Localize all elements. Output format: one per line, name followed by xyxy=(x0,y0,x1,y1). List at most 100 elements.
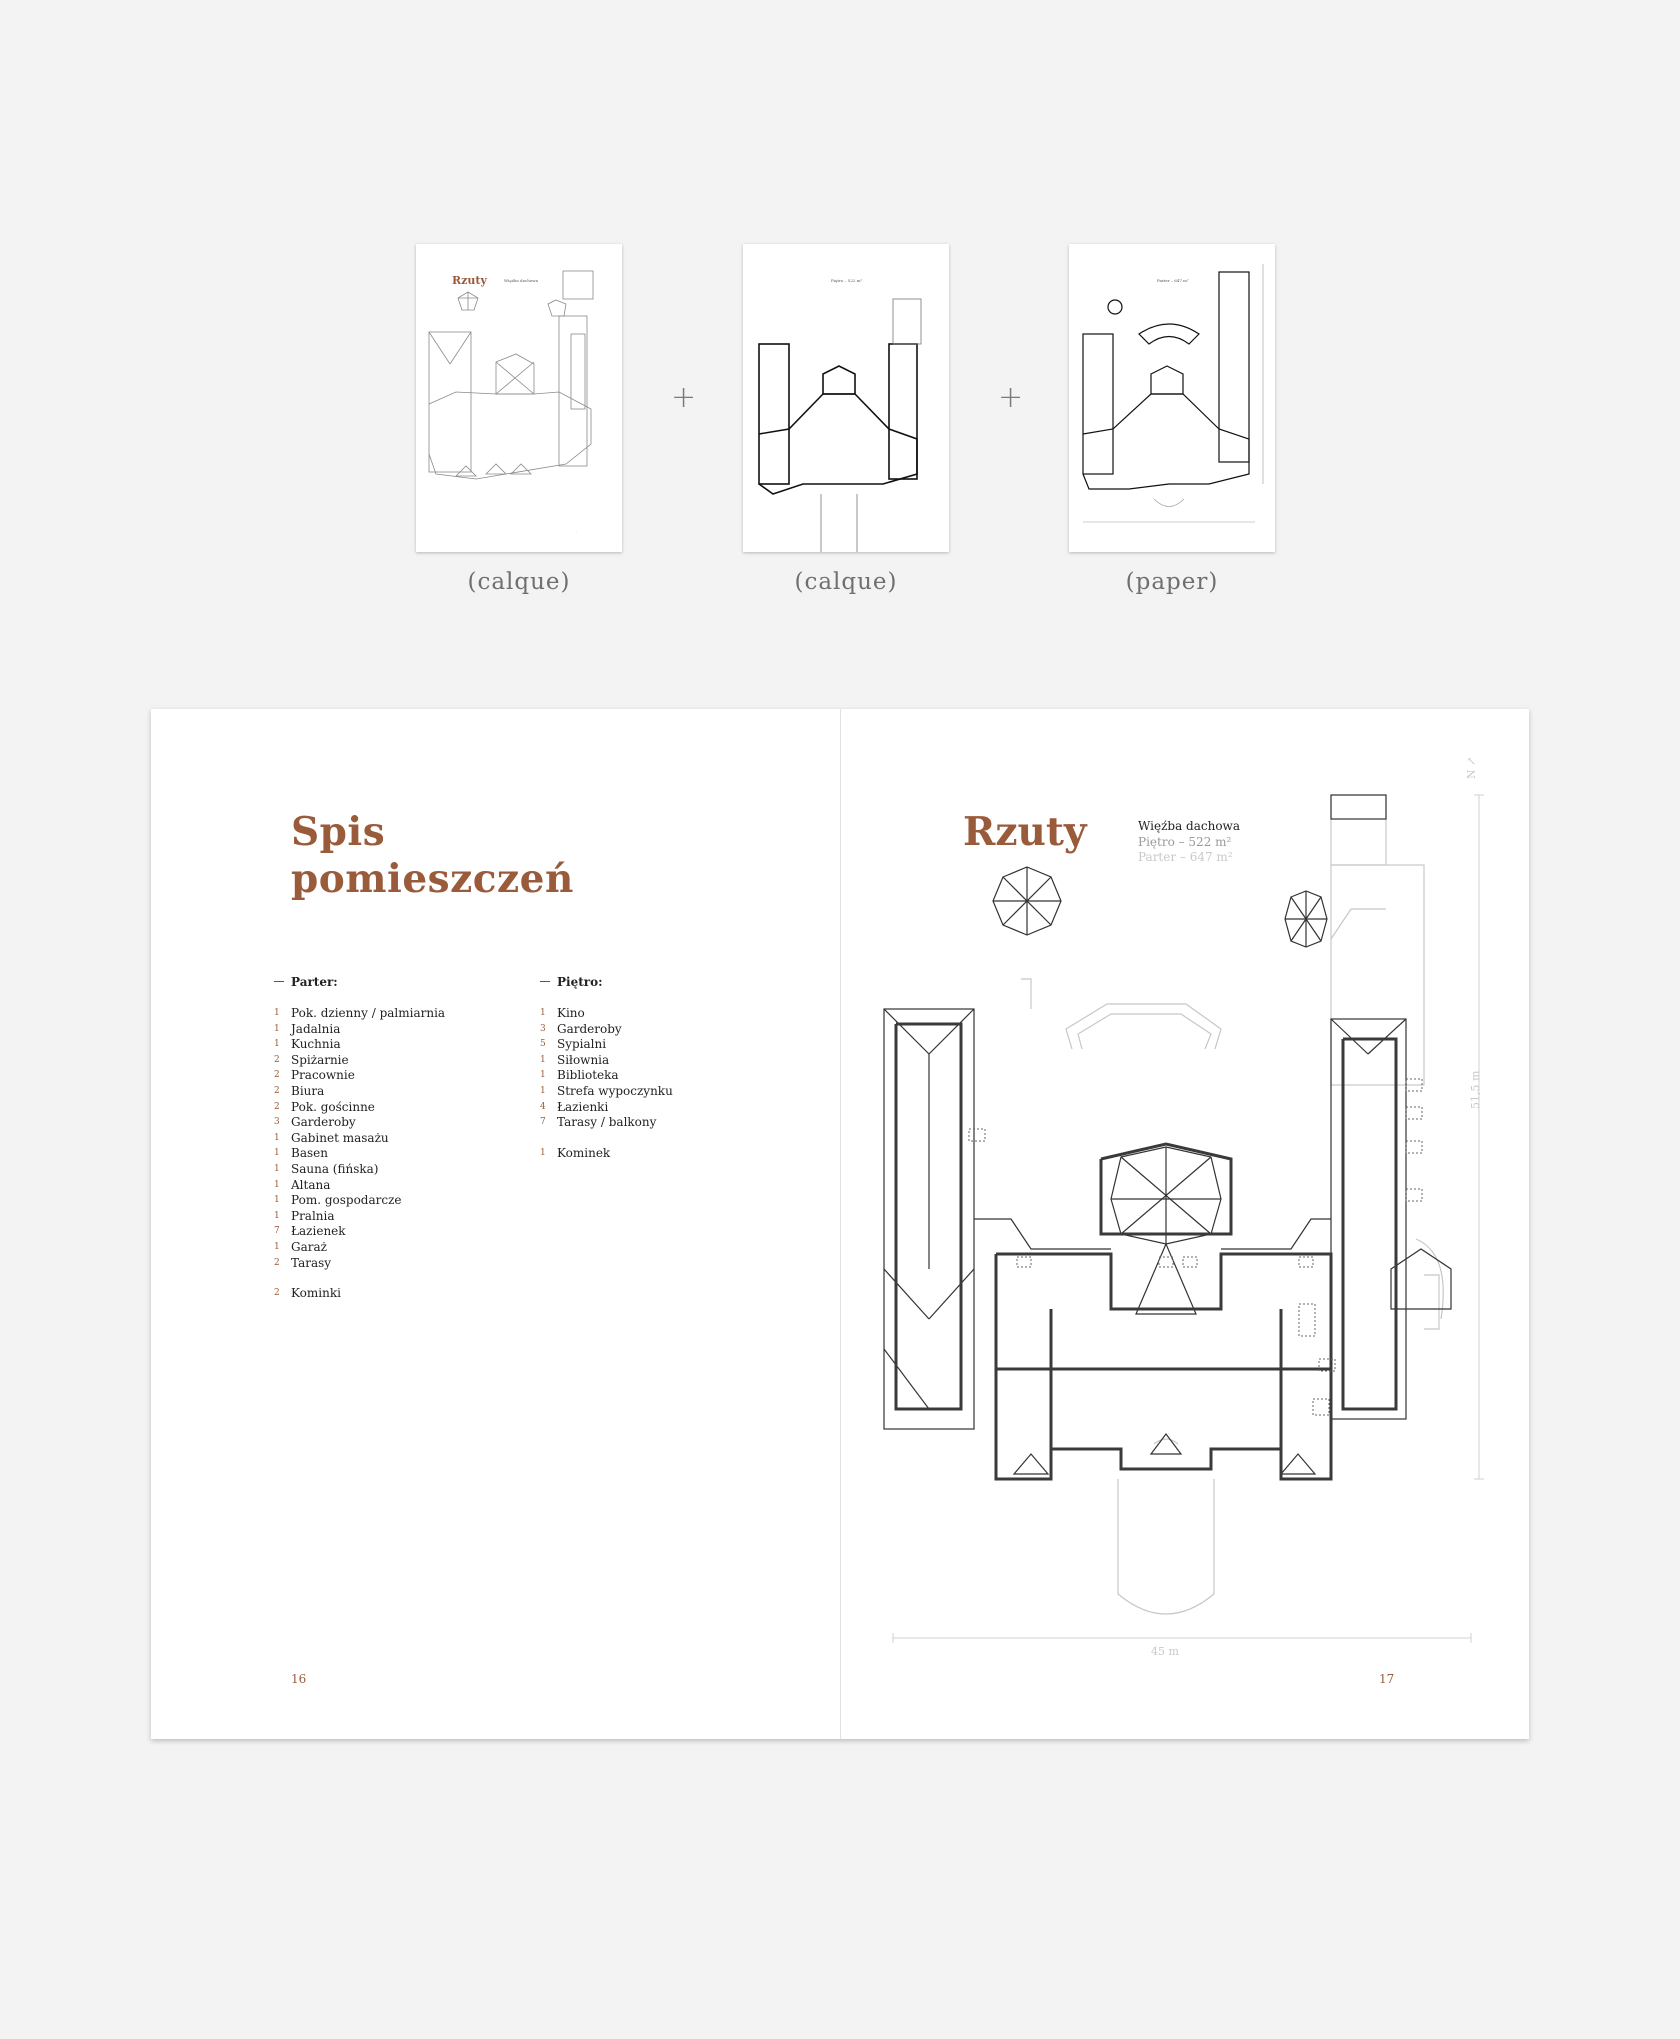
mini-page-number: · xyxy=(576,529,578,534)
list-item: 2 Kominki xyxy=(274,1286,341,1301)
item-quantity: 1 xyxy=(540,1070,546,1081)
mini-title: Rzuty xyxy=(452,274,487,287)
book-spread: Spis pomieszczeń Parter: 1 Pok. dzienny /… xyxy=(151,709,1529,1739)
list-item: 1 Kuchnia xyxy=(274,1037,445,1053)
item-label: Jadalnia xyxy=(291,1021,341,1036)
spine xyxy=(840,709,841,1739)
item-quantity: 1 xyxy=(274,1179,280,1190)
list-item: 2 Pok. gościnne xyxy=(274,1099,445,1116)
item-label: Pom. gospodarcze xyxy=(291,1193,402,1208)
item-quantity: 2 xyxy=(274,1257,280,1268)
floor-walls xyxy=(894,1022,1398,1481)
item-quantity: 1 xyxy=(274,1210,280,1221)
roof-layer xyxy=(883,794,1452,1475)
item-quantity: 1 xyxy=(274,1023,280,1034)
list-item: 1 Kominek xyxy=(540,1145,611,1160)
item-label: Sypialni xyxy=(557,1037,607,1052)
sheet-caption-3: (paper) xyxy=(1125,569,1219,595)
floor-plan xyxy=(883,794,1484,1643)
title-line-1: Spis xyxy=(291,809,386,855)
item-label: Siłownia xyxy=(557,1052,610,1067)
item-quantity: 1 xyxy=(540,1085,546,1096)
mini-roof-plan xyxy=(428,270,594,480)
item-label: Pracownie xyxy=(291,1068,355,1083)
item-quantity: 2 xyxy=(274,1054,280,1065)
item-label: Kino xyxy=(557,1006,585,1020)
plus-sign-1: + xyxy=(671,380,697,415)
item-quantity: 1 xyxy=(274,1132,280,1143)
item-label: Basen xyxy=(291,1146,328,1161)
item-quantity: 5 xyxy=(540,1039,546,1050)
item-label: Pralnia xyxy=(291,1208,335,1223)
dimension-lines xyxy=(892,794,1484,1643)
sheet-roof-calque: Rzuty Więźba dachowa · xyxy=(416,244,622,552)
item-label: Pok. dzienny / palmiarnia xyxy=(291,1006,446,1020)
page-title-left: Spis pomieszczeń xyxy=(291,809,574,903)
item-label: Gabinet masażu xyxy=(291,1130,389,1145)
item-label: Łazienek xyxy=(291,1224,346,1239)
list-item: 1 Sauna (fińska) xyxy=(274,1161,445,1178)
item-label: Sauna (fińska) xyxy=(291,1161,379,1176)
list-item: 1 Gabinet masażu xyxy=(274,1130,445,1147)
list-item: 1 Jadalnia xyxy=(274,1021,445,1038)
mini-subtitle: Więźba dachowa xyxy=(504,278,538,283)
legend-roof: Więźba dachowa xyxy=(1138,819,1240,833)
item-label: Garderoby xyxy=(291,1115,356,1130)
item-quantity: 3 xyxy=(540,1023,546,1034)
dimension-height-label: 51,5 m xyxy=(1469,1070,1482,1109)
ornaments xyxy=(968,1078,1423,1416)
item-quantity: 2 xyxy=(274,1101,280,1112)
mini-subtitle: Parter – 647 m² xyxy=(1157,278,1189,283)
item-quantity: 1 xyxy=(274,1163,280,1174)
mini-subtitle: Piętro – 522 m² xyxy=(831,278,863,283)
north-arrow: N ↗ xyxy=(1465,756,1478,779)
dash-mark xyxy=(274,981,284,982)
list-item: 1 Basen xyxy=(274,1146,445,1162)
page-number-left: 16 xyxy=(291,1672,307,1686)
item-quantity: 1 xyxy=(274,1039,280,1050)
item-quantity: 1 xyxy=(274,1148,280,1159)
item-label: Altana xyxy=(291,1177,331,1192)
mini-floor-plan xyxy=(758,298,922,552)
item-quantity: 1 xyxy=(540,1054,546,1065)
item-label: Łazienki xyxy=(557,1099,609,1114)
item-quantity: 1 xyxy=(274,1008,280,1018)
legend-floor: Piętro – 522 m² xyxy=(1138,834,1232,849)
legend-ground: Parter – 647 m² xyxy=(1138,850,1233,864)
item-label: Pok. gościnne xyxy=(291,1099,375,1114)
pietro-heading: Piętro: xyxy=(540,974,673,989)
title-line-2: pomieszczeń xyxy=(291,856,574,902)
list-item: 1 Pralnia xyxy=(274,1208,445,1225)
page-number-right: 17 xyxy=(1379,1672,1395,1686)
item-label: Kuchnia xyxy=(291,1037,341,1052)
list-item: 2 Spiżarnie xyxy=(274,1052,445,1069)
mini-ground-plan xyxy=(1082,264,1264,523)
parter-heading: Parter: xyxy=(274,974,445,989)
item-quantity: 1 xyxy=(274,1241,280,1252)
list-item: 3 Garderoby xyxy=(540,1021,673,1038)
list-item: 1 Altana xyxy=(274,1177,445,1194)
item-quantity: 3 xyxy=(274,1117,280,1128)
sheet-caption-1: (calque) xyxy=(467,569,571,595)
sheet-caption-2: (calque) xyxy=(794,569,898,595)
item-label: Spiżarnie xyxy=(291,1052,349,1067)
sheet-ground-paper: Parter – 647 m² xyxy=(1069,244,1275,552)
item-label: Tarasy xyxy=(291,1255,332,1270)
dimension-width-label: 45 m xyxy=(1151,1645,1179,1658)
list-item: 3 Garderoby xyxy=(274,1115,445,1131)
item-quantity: 7 xyxy=(540,1117,546,1128)
item-quantity: 2 xyxy=(274,1085,280,1096)
item-label: Garderoby xyxy=(557,1021,622,1036)
